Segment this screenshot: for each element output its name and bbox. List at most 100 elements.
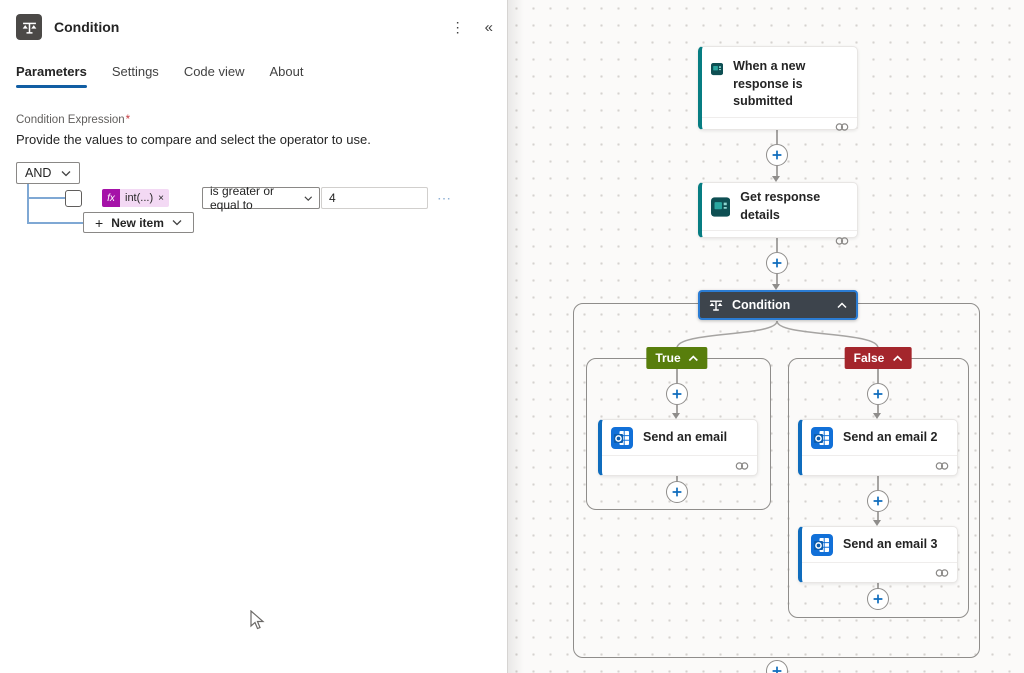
connector-line — [877, 476, 879, 490]
card-head: Get response details — [702, 183, 857, 230]
card-title: Get response details — [740, 190, 821, 222]
condition-parameters-panel: Condition ⋮ « Parameters Settings Code v… — [0, 0, 507, 673]
panel-header-actions: ⋮ « — [451, 20, 493, 35]
expression-pill[interactable]: fx int(...) × — [102, 189, 169, 207]
field-help-text: Provide the values to compare and select… — [16, 132, 371, 147]
outlook-connector-icon — [811, 533, 833, 556]
connector-line — [776, 238, 778, 252]
connector-line — [776, 130, 778, 144]
condition-expression-section: Condition Expression* Provide the values… — [0, 88, 507, 262]
tab-code-view[interactable]: Code view — [183, 64, 245, 79]
tab-parameters[interactable]: Parameters — [16, 64, 87, 88]
action-card-send-an-email-3[interactable]: Send an email 3 — [798, 526, 958, 583]
panel-title: Condition — [54, 19, 120, 35]
insert-step-button[interactable] — [766, 144, 788, 166]
chevron-down-icon — [61, 170, 71, 176]
expression-builder: AND fx int(...) × — [16, 162, 491, 262]
action-card-send-an-email-2[interactable]: Send an email 2 — [798, 419, 958, 476]
insert-step-button[interactable] — [867, 383, 889, 405]
condition-row: fx int(...) × is greater or equal to ⋯ — [65, 184, 452, 212]
chevron-down-icon — [303, 195, 312, 201]
connector-line — [676, 405, 678, 414]
card-head: When a new response is submitted — [702, 47, 857, 117]
action-card-send-an-email[interactable]: Send an email — [598, 419, 758, 476]
insert-step-button[interactable] — [867, 588, 889, 610]
chevron-up-icon — [689, 354, 699, 361]
row-checkbox[interactable] — [65, 189, 82, 207]
expression-pill-body: int(...) × — [120, 189, 169, 207]
operator-dropdown[interactable]: is greater or equal to — [202, 184, 320, 212]
condition-node[interactable]: Condition — [698, 290, 858, 320]
row-menu-icon[interactable]: ⋯ — [437, 189, 452, 206]
chevron-down-icon — [172, 220, 182, 226]
card-foot — [702, 116, 857, 137]
condition-icon — [16, 14, 42, 40]
card-title: Send an email 3 — [843, 536, 938, 551]
insert-step-button[interactable] — [766, 660, 788, 673]
insert-step-button[interactable] — [666, 481, 688, 503]
tab-about[interactable]: About — [269, 64, 304, 79]
connector-arrow — [873, 413, 881, 419]
card-head: Send an email — [602, 420, 757, 455]
required-marker: * — [125, 114, 131, 126]
card-head: Send an email 2 — [802, 420, 957, 455]
insert-step-button[interactable] — [666, 383, 688, 405]
connector-line — [676, 476, 678, 482]
flow-canvas[interactable]: When a new response is submitted Get res… — [507, 0, 1024, 673]
tab-settings[interactable]: Settings — [111, 64, 159, 79]
action-card-get-response-details[interactable]: Get response details — [698, 182, 858, 245]
field-label: Condition Expression* — [16, 114, 131, 126]
operand-field[interactable]: fx int(...) × — [102, 187, 202, 209]
connector-line — [676, 369, 678, 383]
more-options-icon[interactable]: ⋮ — [450, 19, 465, 35]
false-branch-label[interactable]: False — [844, 347, 912, 369]
chevron-up-icon — [892, 354, 902, 361]
chevron-up-icon[interactable] — [837, 301, 847, 309]
connector-line — [877, 369, 879, 383]
forms-connector-icon — [711, 62, 724, 76]
connector-arrow — [772, 176, 780, 182]
connector-line — [877, 405, 879, 414]
plus-icon: + — [95, 214, 104, 231]
value-input[interactable] — [321, 187, 428, 209]
connection-link-icon — [935, 568, 949, 577]
outlook-connector-icon — [811, 426, 833, 449]
connector-line — [776, 274, 778, 285]
card-foot — [802, 455, 957, 475]
fx-icon: fx — [102, 189, 120, 207]
remove-pill-icon[interactable]: × — [158, 192, 164, 204]
connector-line — [877, 583, 879, 589]
group-operator-dropdown[interactable]: AND — [16, 162, 81, 184]
connector-line — [776, 166, 778, 177]
connection-link-icon — [835, 236, 849, 245]
collapse-panel-icon[interactable]: « — [484, 18, 493, 36]
connector-arrow — [672, 413, 680, 419]
connection-link-icon — [935, 461, 949, 470]
card-foot — [802, 562, 957, 582]
connection-link-icon — [735, 461, 749, 470]
condition-node-title: Condition — [732, 298, 791, 312]
connector-line — [877, 512, 879, 521]
true-branch-label[interactable]: True — [646, 347, 708, 369]
tree-connector-row — [27, 197, 65, 199]
card-head: Send an email 3 — [802, 527, 957, 562]
card-foot — [702, 230, 857, 250]
new-item-button[interactable]: + New item — [83, 212, 194, 233]
trigger-card[interactable]: When a new response is submitted — [698, 46, 858, 131]
insert-step-button[interactable] — [766, 252, 788, 274]
card-title: Send an email — [643, 429, 728, 444]
tree-connector-vertical — [27, 184, 29, 223]
outlook-connector-icon — [611, 426, 633, 449]
tree-connector-newitem — [27, 222, 83, 224]
insert-step-button[interactable] — [867, 490, 889, 512]
mouse-cursor — [250, 610, 265, 630]
card-title: Send an email 2 — [843, 429, 938, 444]
connection-link-icon — [835, 123, 849, 131]
forms-connector-icon — [711, 196, 731, 217]
connector-arrow — [772, 284, 780, 290]
card-title: When a new response is submitted — [733, 59, 806, 108]
connector-arrow — [873, 520, 881, 526]
panel-header: Condition ⋮ « — [0, 0, 507, 40]
panel-tabs: Parameters Settings Code view About — [0, 64, 507, 88]
